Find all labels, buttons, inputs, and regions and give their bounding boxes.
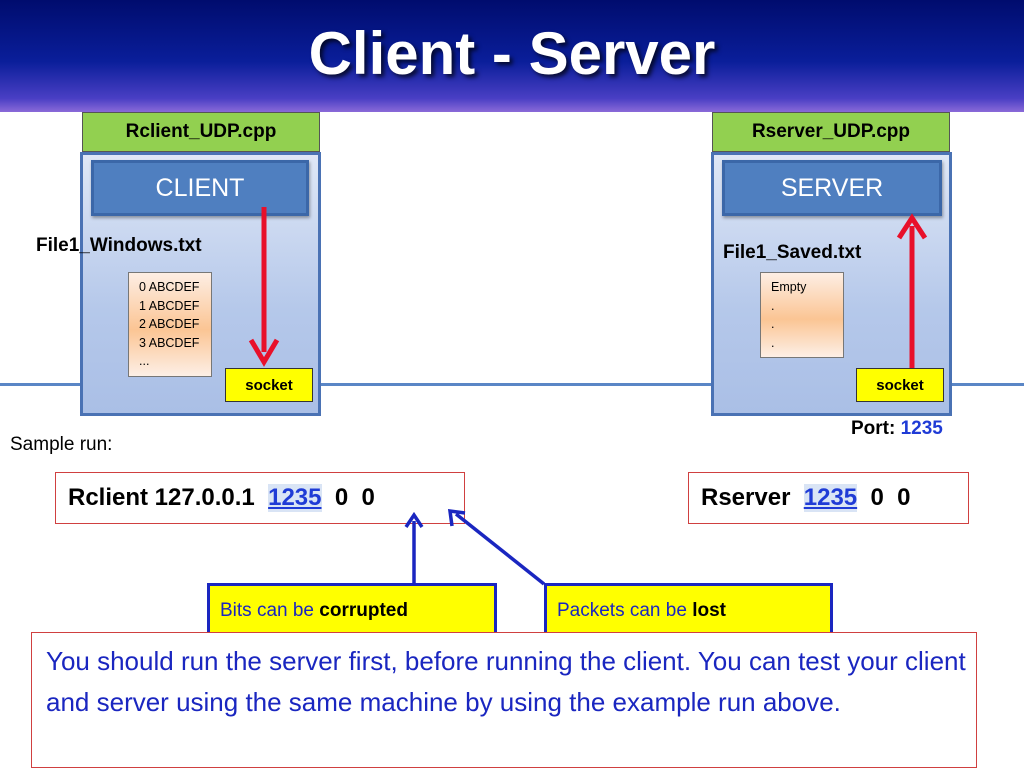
server-command-prefix: Rserver [701, 484, 804, 511]
client-file-line: 3 ABCDEF [139, 335, 200, 350]
server-file-document: Empty . . . [760, 272, 844, 358]
note-packets-text: Packets can be [557, 600, 693, 621]
server-socket-text: socket [876, 376, 924, 394]
server-file-line: . [771, 317, 775, 331]
lost-pointer-head [447, 508, 466, 527]
client-role-box: CLIENT [91, 160, 309, 216]
server-source-file-text: Rserver_UDP.cpp [751, 121, 911, 142]
bottom-instruction-text: You should run the server first, before … [46, 646, 966, 717]
bottom-instruction-note: You should run the server first, before … [31, 632, 977, 768]
client-command-port: 1235 [268, 484, 322, 512]
server-command: Rserver 1235 0 0 [688, 472, 969, 524]
corrupted-pointer-head [404, 511, 424, 528]
note-bits-corrupted: Bits can be corrupted [207, 583, 497, 639]
client-socket: socket [225, 368, 313, 402]
client-source-file-text: Rclient_UDP.cpp [125, 121, 277, 142]
server-command-port: 1235 [803, 484, 858, 512]
client-file-line: 2 ABCDEF [139, 317, 200, 331]
server-port: Port: 1235 [851, 418, 943, 440]
server-file-line: . [771, 298, 775, 313]
client-socket-text: socket [245, 376, 293, 394]
title-bar: Client - Server [0, 0, 1024, 112]
note-bits-text: Bits can be [220, 600, 320, 621]
client-file-line: 0 ABCDEF [139, 280, 200, 294]
server-socket: socket [856, 368, 944, 402]
server-role-text: SERVER [780, 173, 884, 202]
server-port-label: Port: [851, 418, 896, 439]
server-up-arrow-head [896, 213, 928, 240]
slide-title: Client - Server [308, 19, 716, 87]
client-file-name: File1_Windows.txt [36, 235, 202, 256]
server-command-suffix: 0 0 [857, 484, 911, 511]
client-command: Rclient 127.0.0.1 1235 0 0 [55, 472, 465, 524]
client-command-suffix: 0 0 [321, 484, 375, 511]
server-role-box: SERVER [722, 160, 942, 216]
sample-run-label: Sample run: [10, 434, 113, 455]
lost-pointer-shaft [454, 512, 546, 586]
note-bits-emph: corrupted [319, 600, 408, 621]
note-packets-emph: lost [692, 600, 726, 621]
client-file-line: 1 ABCDEF [139, 298, 200, 313]
server-file-line: . [771, 335, 775, 350]
network-line [0, 383, 1024, 386]
client-role-text: CLIENT [155, 173, 245, 202]
client-file-line: ... [139, 354, 150, 368]
client-down-arrow-head [248, 338, 280, 367]
client-command-prefix: Rclient 127.0.0.1 [68, 484, 269, 511]
client-file-document: 0 ABCDEF 1 ABCDEF 2 ABCDEF 3 ABCDEF ... [128, 272, 212, 377]
server-source-file-label: Rserver_UDP.cpp [712, 112, 950, 152]
server-file-name: File1_Saved.txt [723, 242, 862, 263]
client-source-file-label: Rclient_UDP.cpp [82, 112, 320, 152]
server-port-value: 1235 [900, 418, 943, 439]
server-file-line: Empty [771, 280, 807, 294]
